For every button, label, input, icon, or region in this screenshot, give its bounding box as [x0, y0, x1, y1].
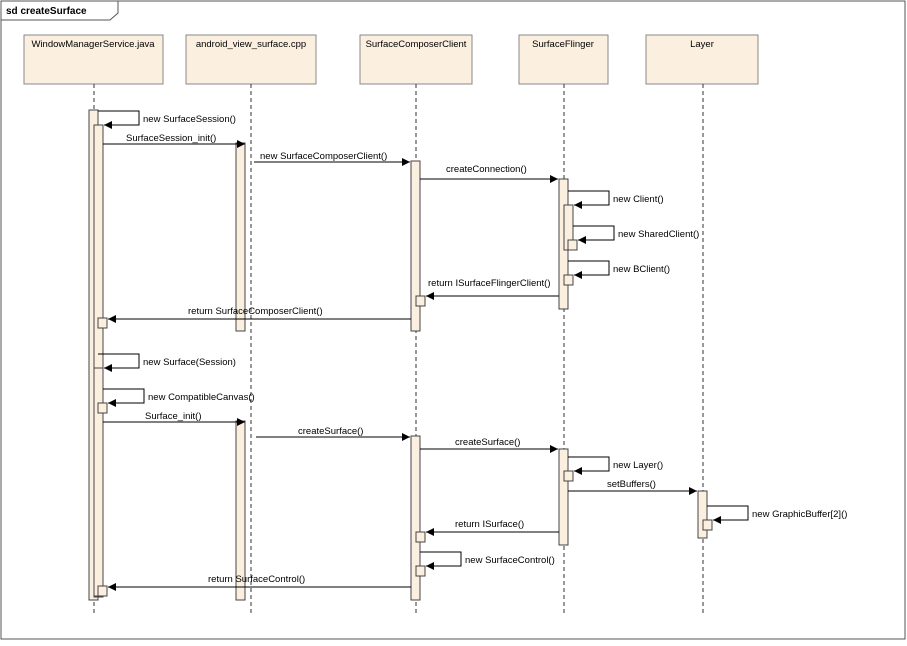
message-label[interactable]: new SurfaceControl() [465, 555, 555, 566]
message-label[interactable]: new BClient() [613, 264, 670, 275]
activation-bar [97, 317, 108, 329]
activation-bar [702, 519, 713, 531]
message-label[interactable]: new SurfaceSession() [143, 114, 236, 125]
message-labels: new SurfaceSession() SurfaceSession_init… [126, 114, 847, 585]
activation-bar [97, 402, 108, 414]
activation-bar [93, 367, 104, 597]
activation-bar [415, 565, 426, 577]
activation-bar [558, 448, 569, 546]
message-arrow [98, 353, 140, 372]
message-arrow [573, 225, 615, 244]
activation-bar [563, 274, 574, 286]
lifeline-surface-composer-client[interactable]: SurfaceComposerClient [359, 34, 473, 85]
message-label[interactable]: return SurfaceControl() [208, 574, 305, 585]
activation-bar [410, 435, 421, 601]
message-label[interactable]: new Layer() [613, 460, 663, 471]
frame-title-tab [0, 0, 119, 21]
activation-bar [563, 470, 574, 482]
lifeline-layer[interactable]: Layer [645, 34, 759, 85]
message-label[interactable]: new CompatibleCanvas() [148, 392, 255, 403]
activation-bar [410, 160, 421, 332]
message-label[interactable]: setBuffers() [607, 479, 656, 490]
message-arrow [568, 456, 610, 475]
message-label[interactable]: return SurfaceComposerClient() [188, 306, 323, 317]
activation-bar [697, 490, 708, 539]
activation-bar [93, 124, 104, 598]
message-arrow [420, 551, 462, 570]
lifeline-label: android_view_surface.cpp [196, 39, 306, 50]
message-label[interactable]: createSurface() [298, 426, 363, 437]
diagram-title: sd createSurface [6, 6, 87, 17]
activation-bar [415, 295, 426, 307]
message-label[interactable]: return ISurface() [455, 519, 524, 530]
lifeline-android-view-surface[interactable]: android_view_surface.cpp [185, 34, 317, 85]
lifeline-window-manager-service[interactable]: WindowManagerService.java [23, 34, 164, 85]
lifeline-surface-flinger[interactable]: SurfaceFlinger [518, 34, 609, 85]
lifeline-label: Layer [690, 39, 714, 50]
activation-bar [235, 142, 246, 332]
activation-bar [567, 239, 578, 251]
message-label[interactable]: new Surface(Session) [143, 357, 236, 368]
message-label[interactable]: createSurface() [455, 437, 520, 448]
message-label[interactable]: Surface_init() [145, 411, 202, 422]
message-arrow [568, 190, 610, 209]
lifeline-label: SurfaceFlinger [532, 39, 594, 50]
activation-bar [97, 585, 108, 597]
activation-bar [415, 531, 426, 543]
message-label[interactable]: createConnection() [446, 164, 527, 175]
message-arrow [103, 388, 145, 407]
message-arrow [568, 260, 610, 279]
message-label[interactable]: new GraphicBuffer[2]() [752, 509, 847, 520]
message-arrow [707, 505, 749, 524]
message-arrow [98, 110, 140, 129]
message-label[interactable]: return ISurfaceFlingerClient() [428, 278, 551, 289]
lifeline-label: WindowManagerService.java [31, 39, 155, 50]
message-label[interactable]: new SharedClient() [618, 229, 699, 240]
message-label[interactable]: new Client() [613, 194, 664, 205]
lifeline-label: SurfaceComposerClient [366, 39, 467, 50]
message-label[interactable]: new SurfaceComposerClient() [260, 151, 387, 162]
message-label[interactable]: SurfaceSession_init() [126, 133, 216, 144]
